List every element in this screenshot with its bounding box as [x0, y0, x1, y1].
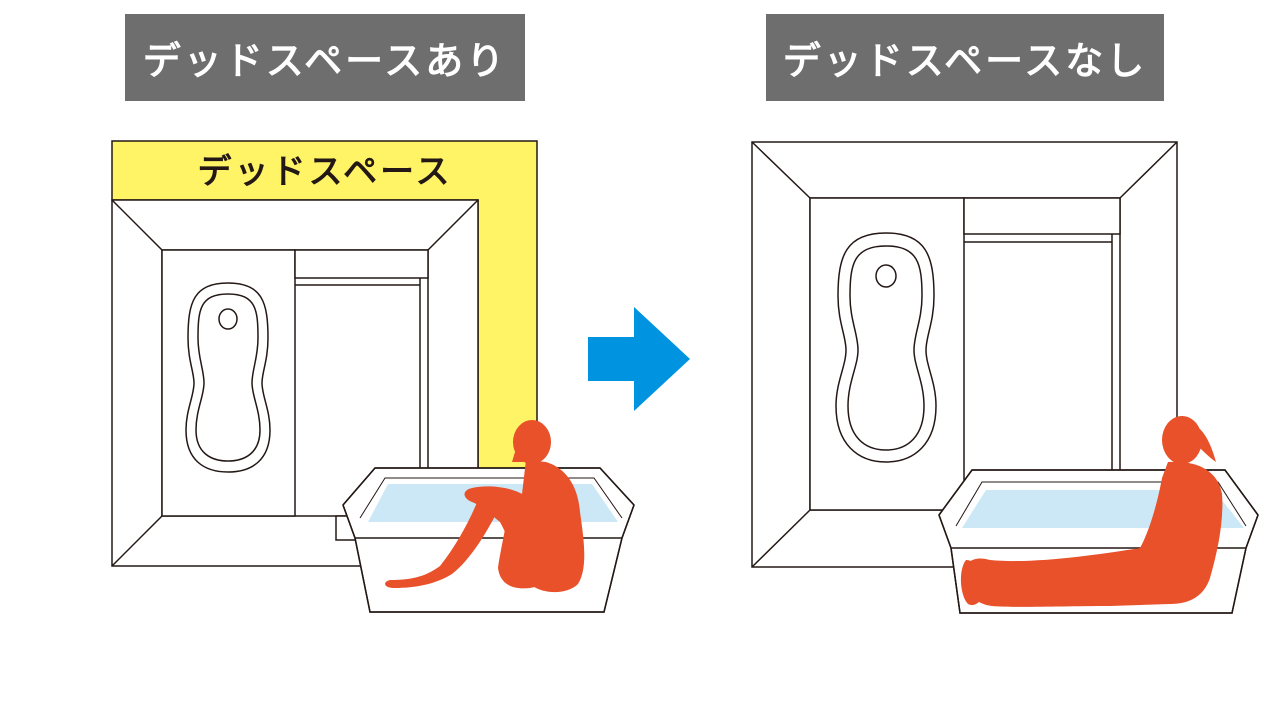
- left-shelf: [294, 249, 429, 516]
- left-wall-panel: [161, 249, 296, 517]
- right-arrow-icon: [588, 307, 690, 411]
- left-bathroom-with-dead-space: デッドスペース: [111, 140, 635, 613]
- bathing-person-reclining-icon: [960, 416, 1223, 607]
- dead-space-label: デッドスペース: [198, 152, 453, 192]
- right-shelf: [963, 197, 1121, 510]
- heading-without-dead-space: デッドスペースなし: [766, 14, 1164, 101]
- heading-with-dead-space: デッドスペースあり: [125, 14, 525, 101]
- bathing-person-icon: [385, 420, 585, 593]
- right-wall-panel: [809, 197, 965, 511]
- right-bathroom-without-dead-space: [751, 141, 1259, 614]
